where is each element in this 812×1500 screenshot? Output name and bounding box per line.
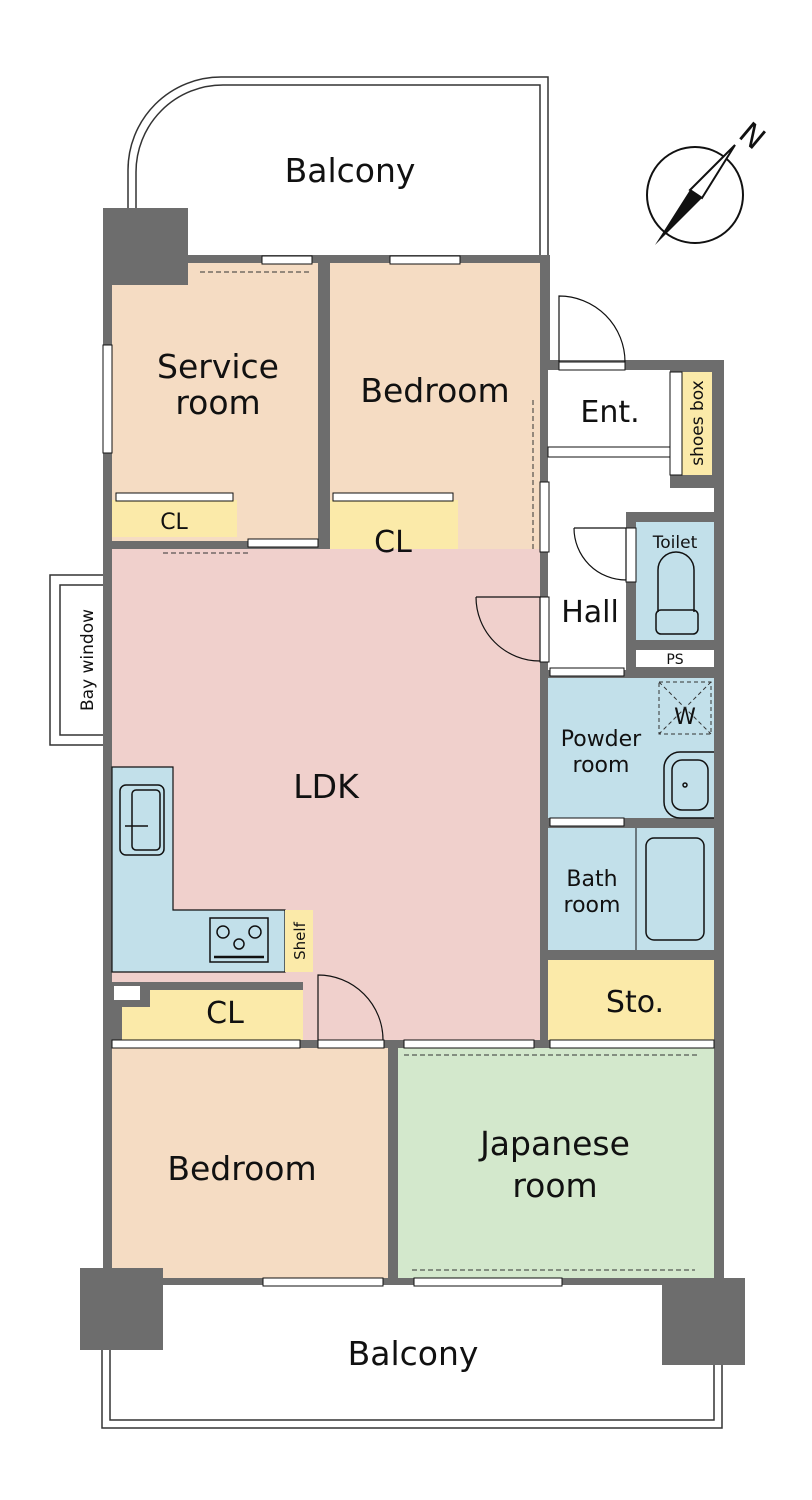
ldk-closet (122, 990, 303, 1040)
japanese-room-label: Japanese (478, 1124, 630, 1163)
powder-room-label: Powder (561, 727, 642, 752)
japanese-room-label: room (512, 1166, 597, 1205)
compass-north-label: N (732, 116, 772, 157)
washbasin-icon (663, 751, 714, 819)
bath-room (548, 828, 714, 950)
powder-room-label: room (573, 753, 630, 778)
japanese-room (398, 1048, 714, 1278)
toilet-label: Toilet (652, 533, 698, 553)
storage (548, 960, 714, 1040)
pillar (662, 1278, 745, 1365)
service-room-label: room (175, 383, 260, 422)
door-swings (317, 295, 627, 1041)
ldk-closet-label: CL (206, 996, 244, 1031)
balcony-top-railing (127, 76, 549, 255)
pillar (103, 208, 188, 285)
ldk-label: LDK (293, 767, 360, 806)
shelf-label: Shelf (291, 921, 309, 959)
hall-label: Hall (561, 595, 619, 630)
windows (102, 255, 715, 1287)
bedroom-bottom-label: Bedroom (167, 1149, 316, 1188)
bay-window-label: Bay window (78, 609, 98, 711)
bath-room-label: Bath (566, 867, 617, 892)
balcony-bottom-railing (101, 1350, 723, 1429)
ps-label: PS (666, 652, 683, 668)
sink-icon (119, 784, 165, 856)
bedroom-closet-label: CL (374, 525, 412, 560)
toilet (636, 522, 714, 640)
washer-space-icon (658, 681, 712, 735)
pillar (80, 1268, 163, 1350)
washer-label: W (674, 705, 696, 730)
entrance-label: Ent. (580, 395, 639, 430)
stove-icon (209, 917, 269, 963)
compass-icon: N (646, 116, 772, 245)
shoes-box-label: shoes box (688, 380, 708, 465)
bedroom-bottom (112, 1048, 388, 1278)
bay-window (49, 574, 106, 746)
balcony-bottom-label: Balcony (348, 1334, 479, 1373)
shoes-box (682, 372, 712, 475)
toilet-icon (655, 551, 699, 635)
bedroom-top-label: Bedroom (360, 371, 509, 410)
powder-room (548, 678, 714, 818)
service-room-label: Service (157, 347, 279, 386)
shelf (285, 910, 313, 972)
bathtub-icon (645, 837, 705, 941)
service-closet (112, 500, 237, 537)
storage-label: Sto. (606, 985, 664, 1020)
balcony-top-label: Balcony (285, 151, 416, 190)
pipe-space (636, 650, 714, 667)
service-closet-label: CL (160, 510, 188, 535)
bath-room-label: room (564, 893, 621, 918)
